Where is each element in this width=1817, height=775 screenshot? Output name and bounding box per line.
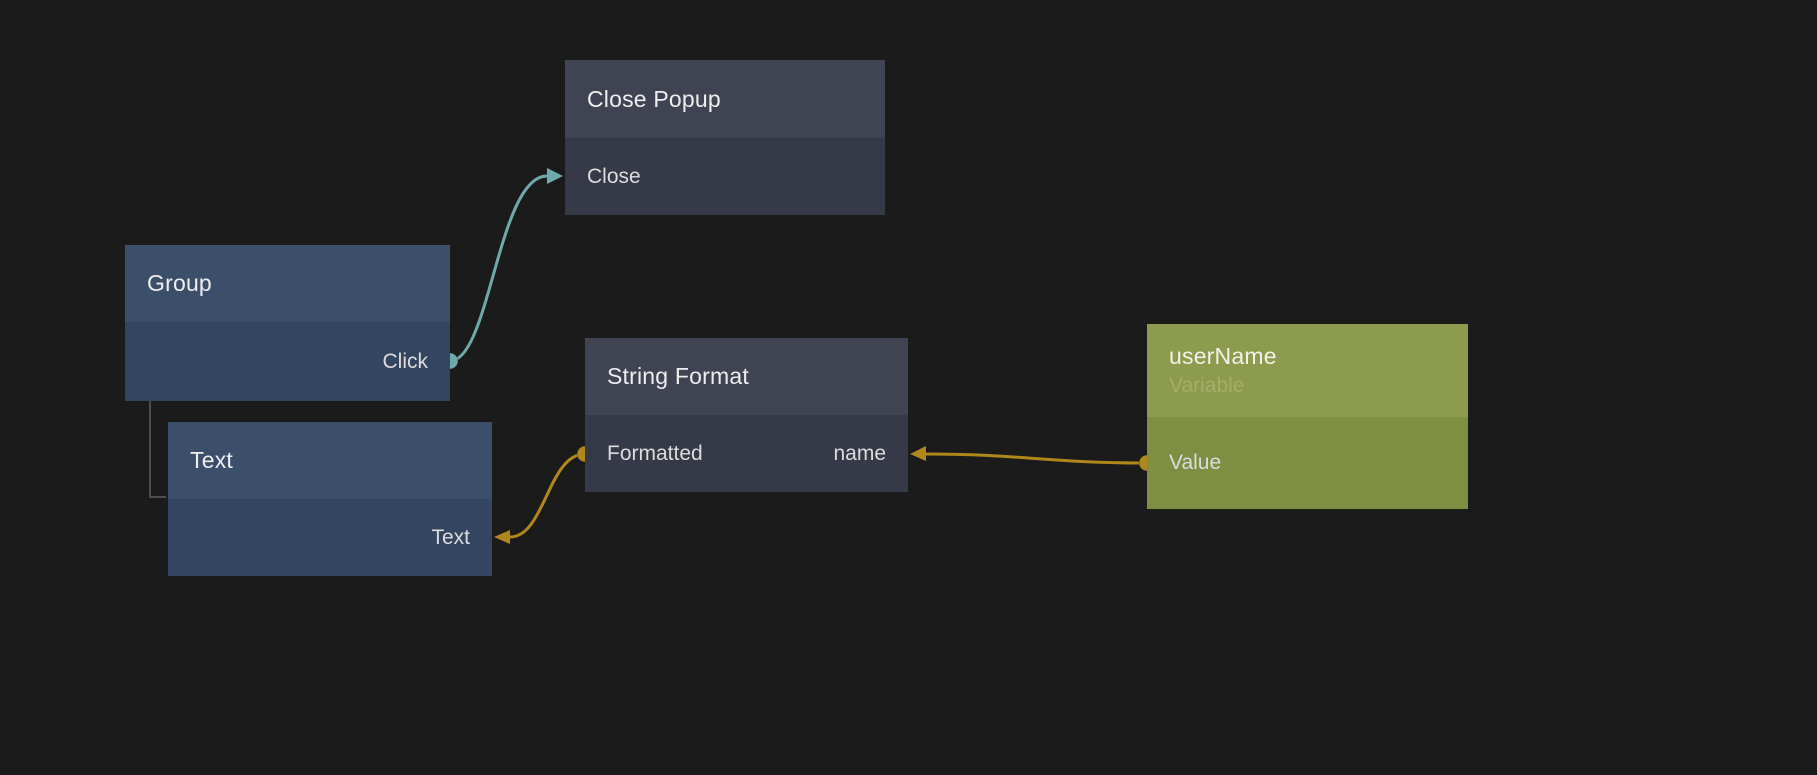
node-username-body: Value xyxy=(1147,417,1468,509)
node-title: userName xyxy=(1169,343,1277,369)
node-username-variable[interactable]: userName Variable Value xyxy=(1147,324,1468,509)
node-group-body: Click xyxy=(125,322,450,401)
port-text-label[interactable]: Text xyxy=(431,525,470,549)
node-username-header[interactable]: userName Variable xyxy=(1147,324,1468,417)
wire-formatted-to-text[interactable] xyxy=(509,452,586,539)
node-title: Group xyxy=(147,270,212,296)
arrow-name-input-icon[interactable] xyxy=(910,446,926,461)
arrow-close-input-icon[interactable] xyxy=(547,168,563,184)
node-text-header[interactable]: Text xyxy=(168,422,492,499)
node-group-header[interactable]: Group xyxy=(125,245,450,322)
node-string-format[interactable]: String Format Formatted name xyxy=(585,338,908,492)
arrow-text-input-icon[interactable] xyxy=(494,530,510,544)
node-text[interactable]: Text Text xyxy=(168,422,492,576)
port-close-label[interactable]: Close xyxy=(587,164,641,188)
port-formatted-label[interactable]: Formatted xyxy=(607,441,703,465)
group-text-link-line xyxy=(149,401,166,498)
node-group[interactable]: Group Click xyxy=(125,245,450,401)
port-click-label[interactable]: Click xyxy=(382,349,429,373)
node-title: Text xyxy=(190,447,233,473)
port-value-label[interactable]: Value xyxy=(1169,451,1222,474)
node-title: Close Popup xyxy=(587,85,721,112)
wire-value-to-name[interactable] xyxy=(925,452,1148,465)
node-close-popup-body: Close xyxy=(565,138,885,215)
node-close-popup-header[interactable]: Close Popup xyxy=(565,60,885,138)
node-title: String Format xyxy=(607,363,749,389)
node-close-popup[interactable]: Close Popup Close xyxy=(565,60,885,215)
port-name-label[interactable]: name xyxy=(833,441,886,465)
node-string-format-header[interactable]: String Format xyxy=(585,338,908,415)
node-string-format-body: Formatted name xyxy=(585,415,908,492)
node-subtitle: Variable xyxy=(1169,374,1245,397)
node-text-body: Text xyxy=(168,499,492,576)
wire-click-to-close[interactable] xyxy=(449,174,548,363)
